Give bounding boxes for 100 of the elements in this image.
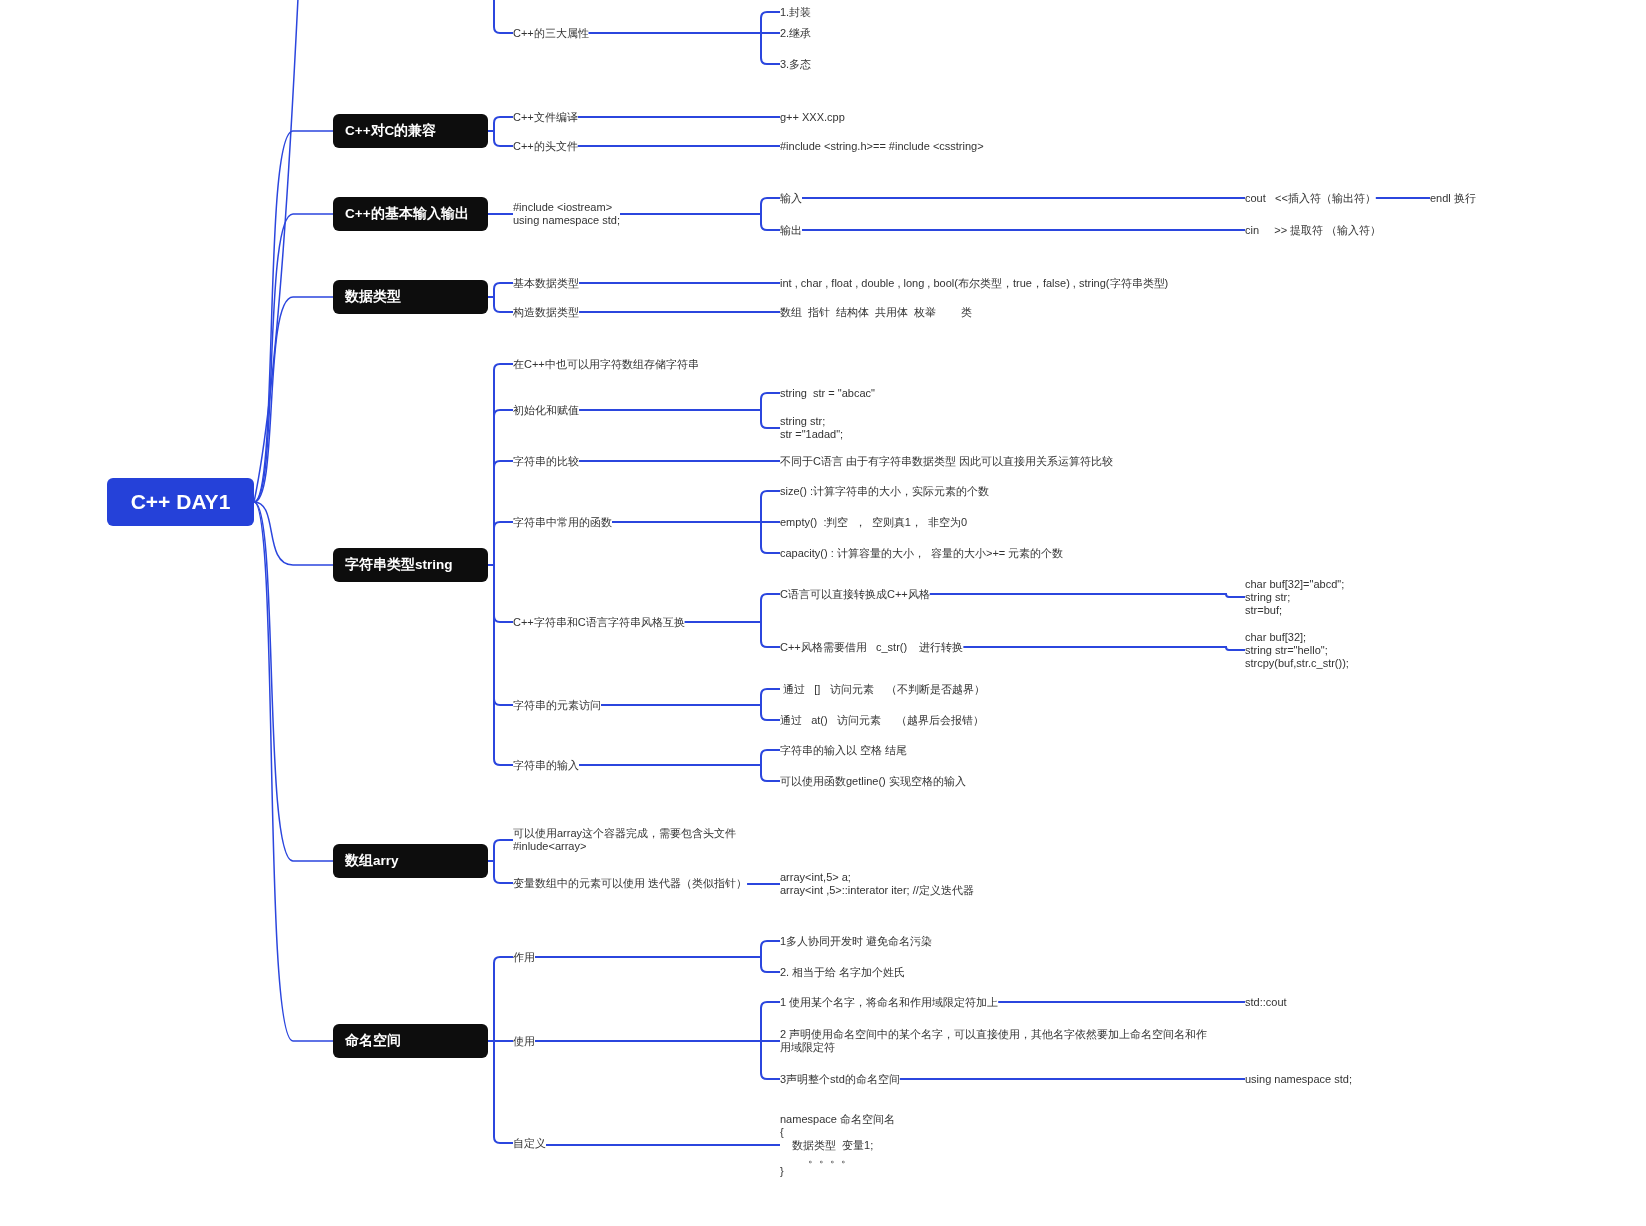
connector-line xyxy=(600,704,781,721)
connector-line xyxy=(1374,197,1431,199)
topic-text: 在C++中也可以用字符数组存储字符串 xyxy=(513,357,699,371)
topic-text-line: array<int,5> a; xyxy=(780,871,851,884)
topic-text: 字符串的比较 xyxy=(513,454,579,468)
connector-line xyxy=(487,213,514,215)
topic-text-line: array<int ,5>::interator iter; //定义迭代器 xyxy=(780,884,974,897)
topic-text: 构造数据类型 xyxy=(513,305,579,319)
connector-line xyxy=(683,621,781,648)
topic-text: 基本数据类型 xyxy=(513,276,579,290)
topic-text: 2.继承 xyxy=(780,26,812,40)
topic-text: empty() :判空 ， 空则真1， 非空为0 xyxy=(780,515,968,529)
topic-text: 自定义 xyxy=(513,1136,546,1150)
topic-text: 1.封装 xyxy=(780,5,812,19)
topic-box: 字符串类型string xyxy=(333,548,488,582)
topic-text: cout <<插入符（输出符） xyxy=(1245,191,1376,205)
connector-line xyxy=(576,145,781,147)
topic-box: C++对C的兼容 xyxy=(333,114,488,148)
topic-text: 作用 xyxy=(513,950,535,964)
topic-text-line: string str="hello"; xyxy=(1245,643,1328,657)
topic-text: capacity() : 计算容量的大小， 容量的大小>+= 元素的个数 xyxy=(780,546,1064,560)
topic-text: 字符串的元素访问 xyxy=(513,698,601,712)
topic-text: C++的头文件 xyxy=(513,139,578,153)
topic-text: size() :计算字符串的大小，实际元素的个数 xyxy=(780,484,989,498)
topic-text: 通过 [] 访问元素 （不判断是否越界） xyxy=(780,682,985,696)
topic-text: C语言可以直接转换成C++风格 xyxy=(780,587,930,601)
topic-text-line: string str; xyxy=(780,415,826,428)
topic-text-line: char buf[32]="abcd"; xyxy=(1245,577,1345,591)
topic-text: 不同于C语言 由于有字符串数据类型 因此可以直接用关系运算符比较 xyxy=(780,454,1114,468)
topic-text-line: 数据类型 变量1; xyxy=(792,1138,874,1152)
topic-text: 3声明整个std的命名空间 xyxy=(780,1072,900,1086)
connector-line xyxy=(578,282,781,284)
topic-text: 1 使用某个名字，将命名和作用域限定符加上 xyxy=(780,995,999,1009)
topic-text: C++的三大属性 xyxy=(513,26,589,40)
topic-text-line: using namespace std; xyxy=(513,214,620,227)
topic-box: C++的基本输入输出 xyxy=(333,197,488,231)
topic-text-line: string str; xyxy=(1245,590,1291,604)
topic-text: 字符串的输入以 空格 结尾 xyxy=(780,743,908,757)
connector-line xyxy=(545,1144,781,1146)
topic-text-line: 。。。。 xyxy=(808,1151,852,1165)
connector-line xyxy=(487,860,514,884)
topic-text: endl 换行 xyxy=(1430,191,1476,205)
topic-text: string str = "abcac" xyxy=(780,386,875,400)
topic-text: std::cout xyxy=(1245,995,1287,1009)
topic-text: 3.多态 xyxy=(780,57,812,71)
topic-text: 2 声明使用命名空间中的某个名字，可以直接使用，其他名字依然要加上命名空间名和作用域限定符 xyxy=(780,1028,1218,1054)
connector-line xyxy=(253,296,334,503)
connector-line xyxy=(962,646,1246,651)
connector-line xyxy=(253,501,334,566)
topic-text: 字符串中常用的函数 xyxy=(513,515,612,529)
topic-text: 通过 at() 访问元素 （越界后会报错） xyxy=(780,713,985,727)
topic-text: int , char , float , double , long , bool(布尔类型，true，false) , string(字符串类型) xyxy=(780,276,1169,290)
topic-text: 可以使用函数getline() 实现空格的输入 xyxy=(780,774,966,788)
connector-line xyxy=(253,130,334,503)
topic-text: 初始化和赋值 xyxy=(513,403,579,417)
topic-text-line: str=buf; xyxy=(1245,603,1282,617)
connector-line xyxy=(487,296,514,313)
topic-text: 字符串的输入 xyxy=(513,758,579,772)
topic-text: 1多人协同开发时 避免命名污染 xyxy=(780,934,933,948)
connector-line xyxy=(534,956,781,973)
topic-text: 2. 相当于给 名字加个姓氏 xyxy=(780,965,906,979)
connector-line xyxy=(801,197,1246,199)
topic-text-line: #include <iostream> xyxy=(513,201,613,214)
topic-box: 数据类型 xyxy=(333,280,488,314)
topic-box: 数组arry xyxy=(333,844,488,878)
topic-text-line: char buf[32]; xyxy=(1245,630,1307,644)
connector-line xyxy=(578,460,781,462)
connector-line xyxy=(619,213,781,231)
topic-text: 变量数组中的元素可以使用 迭代器（类似指针） xyxy=(513,876,748,890)
topic-text: C++风格需要借用 c_str() 进行转换 xyxy=(780,640,964,654)
topic-text: cin >> 提取符 （输入符） xyxy=(1245,223,1382,237)
topic-text-line: { xyxy=(780,1125,784,1139)
topic-text: C++文件编译 xyxy=(513,110,578,124)
connector-line xyxy=(487,1040,514,1144)
topic-text: using namespace std; xyxy=(1245,1072,1352,1086)
connector-line xyxy=(253,0,299,503)
topic-text: 输入 xyxy=(780,191,802,205)
topic-text: #include <string.h>== #include <csstring> xyxy=(780,139,984,153)
connector-line xyxy=(746,883,781,885)
connector-line xyxy=(487,130,514,147)
connector-line xyxy=(611,521,781,554)
topic-text: 输出 xyxy=(780,223,802,237)
connector-line xyxy=(578,311,781,313)
connector-line xyxy=(578,764,781,782)
connector-line xyxy=(578,409,781,429)
topic-text-line: strcpy(buf,str.c_str()); xyxy=(1245,656,1349,670)
topic-text-line: str ="1adad"; xyxy=(780,428,844,441)
connector-line xyxy=(898,1078,1246,1080)
topic-text-line: namespace 命名空间名 xyxy=(780,1112,895,1126)
topic-text: 使用 xyxy=(513,1034,535,1048)
topic-text-line: } xyxy=(780,1164,784,1178)
topic-text: g++ XXX.cpp xyxy=(780,110,845,124)
root-topic-box: C++ DAY1 xyxy=(107,478,254,526)
connector-line xyxy=(928,593,1246,598)
connector-line xyxy=(587,32,781,65)
topic-text-line: 可以使用array这个容器完成，需要包含头文件 xyxy=(513,827,737,840)
connector-line xyxy=(576,116,781,118)
connector-line xyxy=(253,501,334,1042)
topic-box: 命名空间 xyxy=(333,1024,488,1058)
topic-text-line: #inlude<array> xyxy=(513,840,587,853)
